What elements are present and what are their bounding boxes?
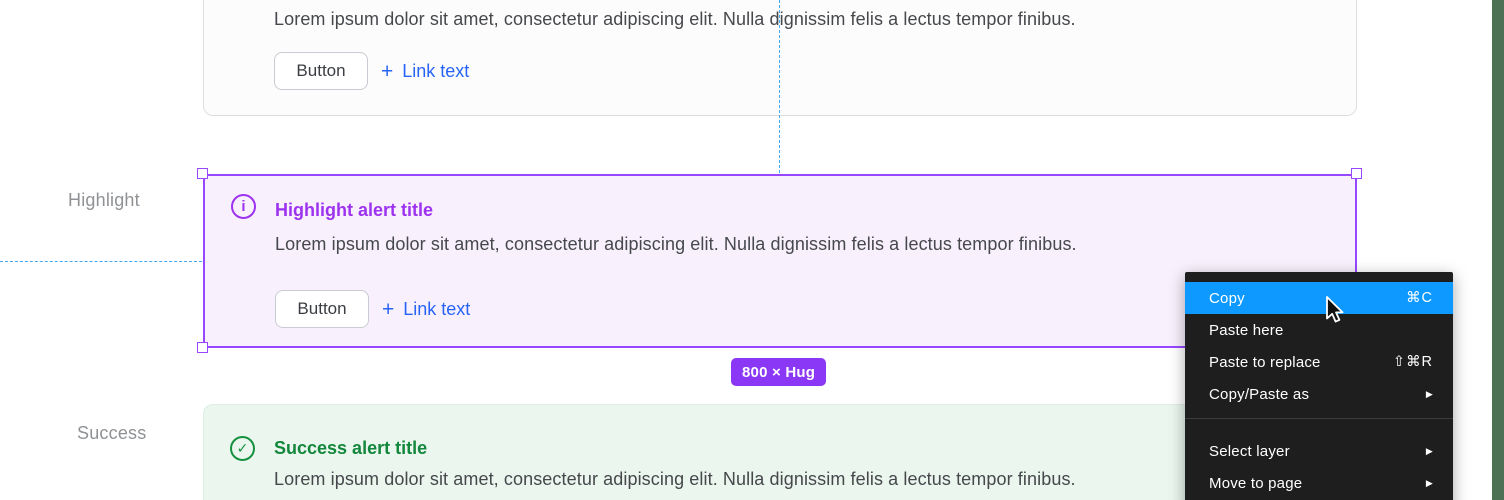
section-label-success: Success [77,423,147,443]
menu-item-copy[interactable]: Copy ⌘C [1185,282,1453,314]
selection-handle-top-left[interactable] [197,168,208,179]
alert-body-text: Lorem ipsum dolor sit amet, consectetur … [275,234,1077,254]
shortcut-label: ⇧⌘R [1392,354,1433,370]
alert-title: Highlight alert title [275,200,434,220]
plus-icon: + [382,297,395,321]
alert-title: Success alert title [274,438,428,458]
check-circle-icon: ✓ [230,436,255,461]
size-badge: 800 × Hug [731,358,827,386]
menu-item-paste-here[interactable]: Paste here [1209,321,1284,339]
menu-item-copy-paste-as[interactable]: Copy/Paste as ▶ [1209,385,1433,403]
alert-link-label: Link text [403,298,471,319]
menu-item-select-layer[interactable]: Select layer ▶ [1209,442,1433,460]
alert-link[interactable]: + Link text [382,290,470,328]
alert-card-highlight[interactable]: i Highlight alert title Lorem ipsum dolo… [203,174,1357,348]
menu-item-move-to-page[interactable]: Move to page ▶ [1209,474,1433,492]
alert-link[interactable]: + Link text [381,52,469,90]
menu-item-paste-to-replace[interactable]: Paste to replace ⇧⌘R [1209,353,1433,371]
side-panel-edge-bar [1492,0,1504,500]
alert-button-label: Button [297,299,347,318]
submenu-arrow-icon: ▶ [1425,388,1433,399]
submenu-arrow-icon: ▶ [1425,445,1433,456]
alert-card-default[interactable]: Lorem ipsum dolor sit amet, consectetur … [203,0,1357,116]
alert-button[interactable]: Button [275,290,369,328]
alert-card-success[interactable]: ✓ Success alert title Lorem ipsum dolor … [203,404,1357,500]
alert-body-text: Lorem ipsum dolor sit amet, consectetur … [274,9,1076,29]
alert-body-text: Lorem ipsum dolor sit amet, consectetur … [274,469,1076,489]
selection-handle-top-right[interactable] [1351,168,1362,179]
plus-icon: + [381,59,394,83]
alert-link-label: Link text [402,60,470,81]
alert-button[interactable]: Button [274,52,368,90]
menu-separator [1185,418,1453,419]
section-label-highlight: Highlight [68,190,140,210]
submenu-arrow-icon: ▶ [1425,477,1433,488]
shortcut-label: ⌘C [1406,290,1433,306]
selection-handle-bottom-left[interactable] [197,342,208,353]
info-circle-icon: i [231,194,256,219]
horizontal-alignment-guide [0,261,202,262]
alert-button-label: Button [296,61,346,80]
context-menu: Copy ⌘C Paste here Paste to replace ⇧⌘R … [1185,272,1453,500]
vertical-alignment-guide [779,0,780,173]
